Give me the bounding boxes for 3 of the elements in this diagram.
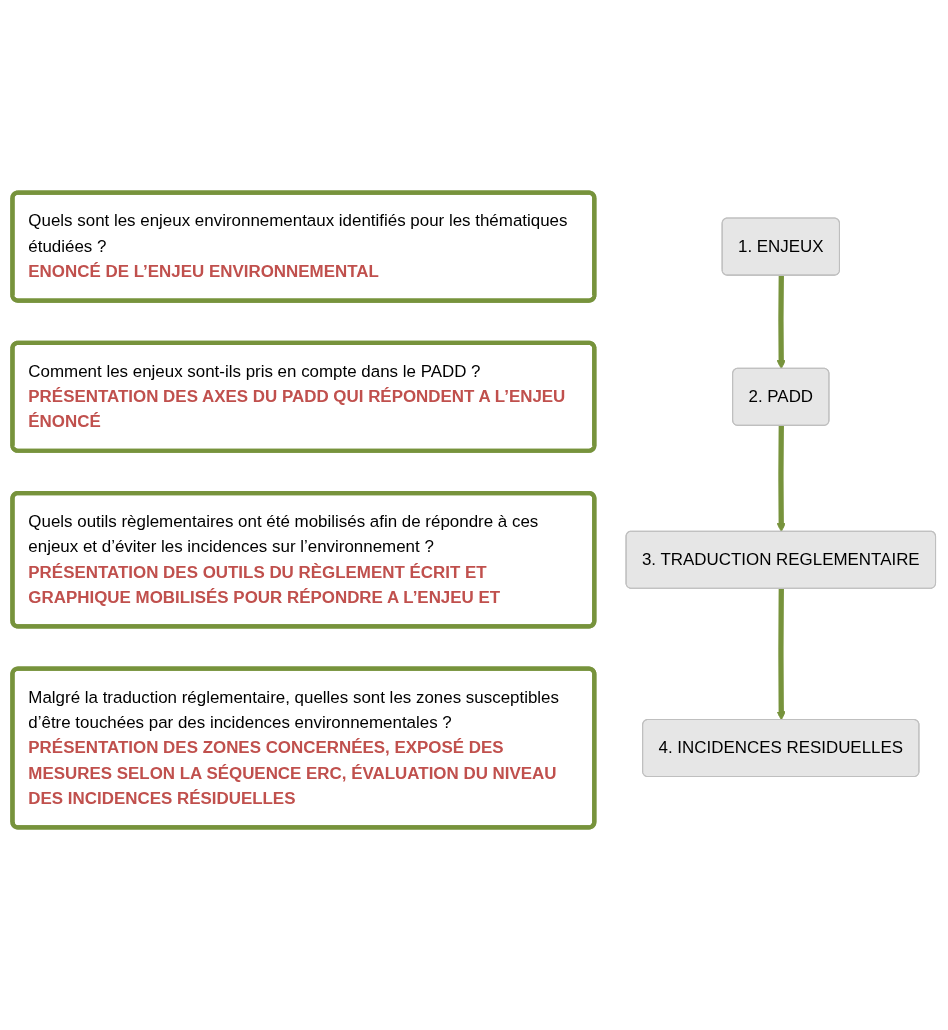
arrow — [776, 425, 786, 533]
arrow — [776, 275, 786, 370]
arrow — [776, 588, 786, 721]
